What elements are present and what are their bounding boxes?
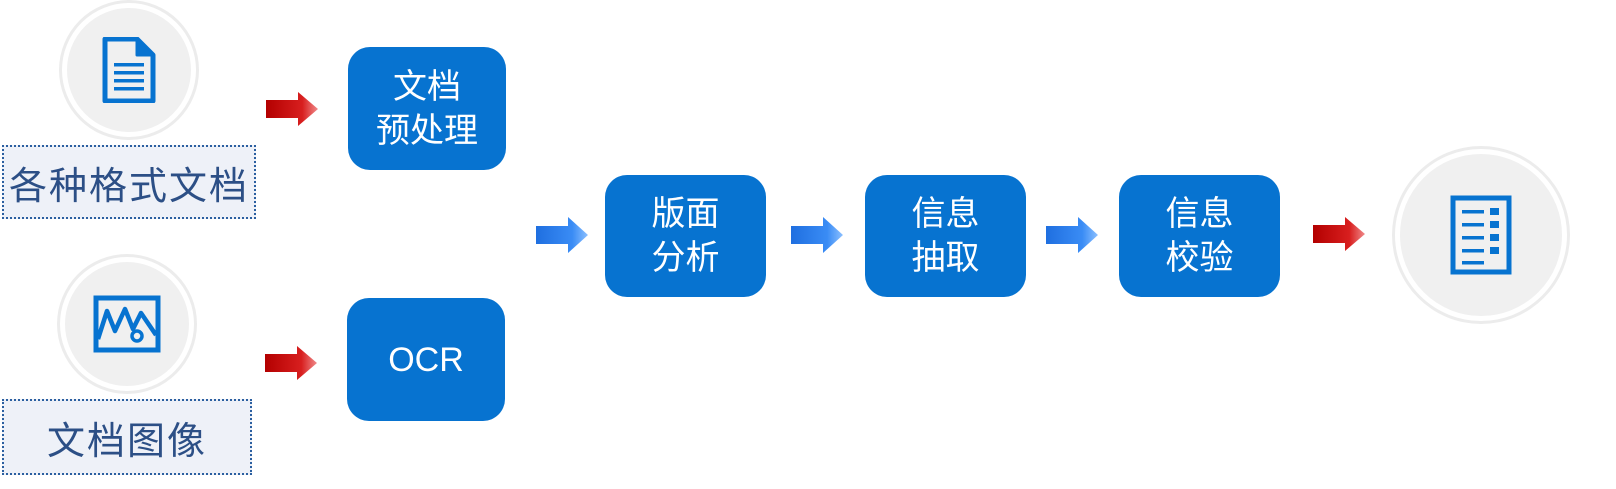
red-arrow-documents	[266, 92, 318, 126]
step-verify-line2: 校验	[1165, 238, 1234, 278]
documents-label-text: 各种格式文档	[8, 163, 249, 208]
step-layout-line2: 分析	[651, 238, 720, 278]
step-layout-line1: 版面	[651, 194, 720, 234]
step-layout-analysis: 版面 分析	[605, 175, 766, 297]
image-icon	[93, 295, 161, 353]
step-verify-line1: 信息	[1165, 194, 1234, 234]
images-label-text: 文档图像	[46, 418, 207, 463]
document-icon-circle	[62, 3, 196, 137]
step-information-verification: 信息 校验	[1119, 175, 1280, 297]
blue-arrow-to-layout	[536, 217, 588, 253]
output-circle	[1395, 149, 1567, 321]
step-ocr-label: OCR	[388, 340, 464, 379]
documents-label: 各种格式文档	[2, 145, 256, 219]
list-document-icon	[1450, 195, 1512, 275]
document-icon	[102, 37, 156, 103]
step-extract-line2: 抽取	[911, 238, 980, 278]
step-document-preprocessing: 文档 预处理	[348, 47, 506, 170]
step-ocr: OCR	[347, 298, 505, 421]
red-arrow-to-output	[1313, 217, 1365, 251]
images-label: 文档图像	[2, 399, 252, 475]
step-preprocess-line1: 文档	[393, 66, 461, 107]
step-preprocess-line2: 预处理	[376, 110, 478, 151]
blue-arrow-to-verify	[1046, 217, 1098, 253]
red-arrow-images	[265, 346, 317, 380]
image-icon-circle	[60, 257, 194, 391]
step-extract-line1: 信息	[911, 194, 980, 234]
blue-arrow-to-extract	[791, 217, 843, 253]
step-information-extraction: 信息 抽取	[865, 175, 1026, 297]
